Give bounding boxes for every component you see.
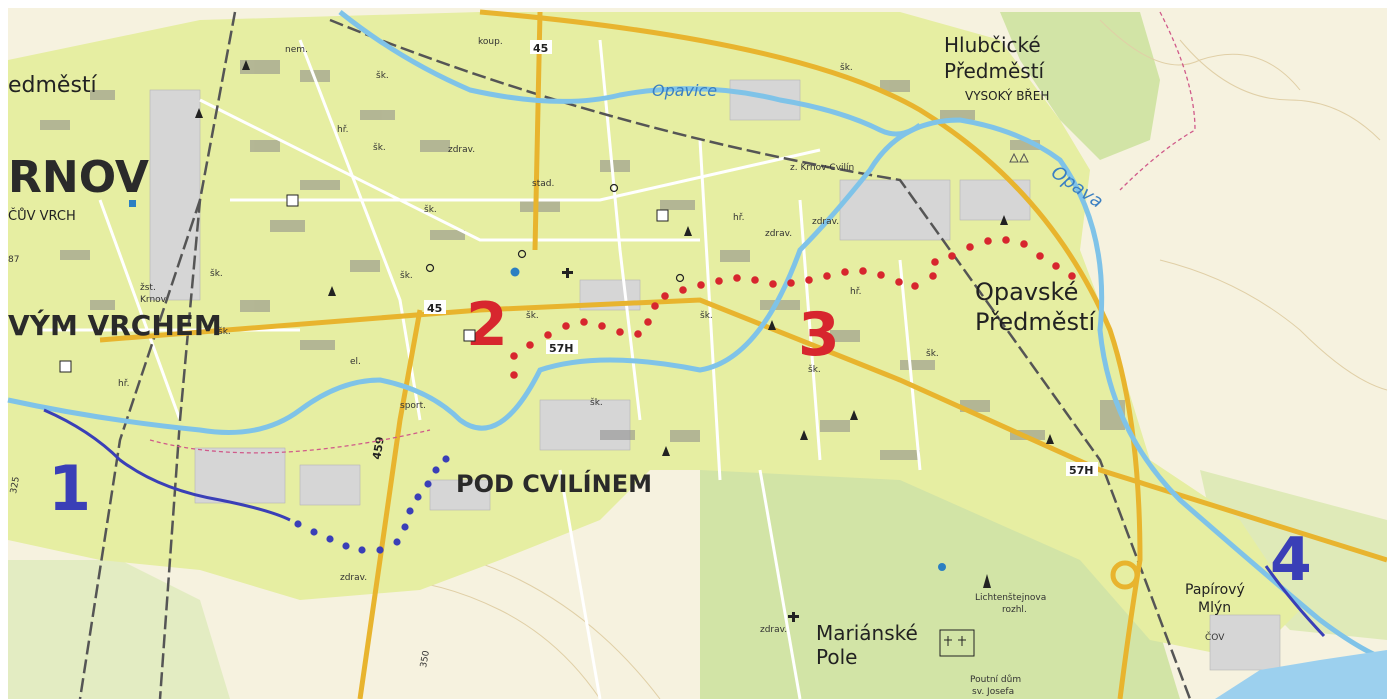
- route-marker-4: 4: [1270, 525, 1312, 595]
- post-icon: [425, 183, 685, 283]
- svg-text:hř.: hř.: [850, 287, 861, 297]
- svg-text:šk.: šk.: [808, 364, 821, 375]
- svg-text:zdrav.: zdrav.: [340, 573, 367, 583]
- label-cuv-vrch: ČŮV VRCH: [8, 208, 76, 224]
- parking-icon: [59, 194, 669, 373]
- svg-text:57H: 57H: [1069, 464, 1094, 477]
- water-reservoir: [1215, 650, 1387, 699]
- label-river-opavice: Opavice: [652, 81, 717, 100]
- svg-text:el.: el.: [350, 357, 361, 367]
- svg-text:ČOV: ČOV: [1205, 631, 1225, 643]
- route-blue-dotted: [294, 455, 450, 554]
- svg-text:zdrav.: zdrav.: [812, 217, 839, 227]
- roundabout: [1110, 560, 1140, 590]
- cemetery-icon: [939, 629, 975, 657]
- lookout-tower-icon: [983, 574, 991, 588]
- label-marianske-2: Pole: [816, 645, 857, 669]
- route-marker-3: 3: [798, 300, 840, 370]
- svg-text:45: 45: [533, 42, 548, 55]
- streets: [40, 39, 922, 699]
- route-marker-2: 2: [466, 290, 508, 360]
- label-marianske: Mariánské: [816, 621, 918, 645]
- main-roads: [99, 9, 1387, 699]
- svg-text:nem.: nem.: [285, 45, 308, 55]
- svg-text:Lichtenštejnova: Lichtenštejnova: [975, 592, 1046, 603]
- route-blue-segment-4: [1264, 565, 1326, 638]
- label-papirovy-2: Mlýn: [1198, 600, 1231, 616]
- building-blocks: [40, 60, 1125, 460]
- svg-text:zdrav.: zdrav.: [760, 625, 787, 635]
- label-hlubcicke-2: Předměstí: [944, 59, 1046, 83]
- map-margin-left: [0, 0, 8, 699]
- svg-text:hř.: hř.: [118, 379, 129, 389]
- svg-text:350: 350: [419, 650, 432, 669]
- map-margin-top: [0, 0, 1387, 8]
- label-opavske: Opavské: [975, 278, 1078, 306]
- church-icon: [195, 60, 1054, 456]
- small-labels: nem. koup. stad. zdrav. zdrav. zdrav. zd…: [8, 37, 1225, 697]
- svg-text:šk.: šk.: [700, 310, 713, 321]
- district-boundary: [149, 11, 1196, 454]
- svg-text:šk.: šk.: [210, 268, 223, 279]
- svg-text:hř.: hř.: [733, 213, 744, 223]
- svg-text:sport.: sport.: [400, 401, 426, 411]
- label-hlubcicke: Hlubčické: [944, 33, 1041, 57]
- svg-text:stad.: stad.: [532, 179, 554, 189]
- svg-text:šk.: šk.: [218, 326, 231, 337]
- svg-text:zdrav.: zdrav.: [448, 145, 475, 155]
- label-krnov: RNOV: [8, 152, 149, 203]
- svg-text:87: 87: [8, 255, 19, 265]
- route-red-dotted: [510, 236, 1076, 379]
- svg-text:z. Krnov-Cvilín: z. Krnov-Cvilín: [790, 163, 854, 173]
- svg-text:325: 325: [9, 476, 22, 495]
- svg-text:koup.: koup.: [478, 37, 503, 47]
- route-blue-solid: [43, 408, 291, 522]
- svg-text:šk.: šk.: [424, 204, 437, 215]
- svg-text:sv. Josefa: sv. Josefa: [972, 687, 1014, 697]
- svg-text:šk.: šk.: [926, 348, 939, 359]
- svg-text:šk.: šk.: [590, 397, 603, 408]
- label-predmesti-left: edměstí: [8, 73, 98, 98]
- label-opavske-2: Předměstí: [975, 308, 1096, 336]
- route-marker-1: 1: [48, 452, 91, 525]
- svg-text:žst.: žst.: [140, 283, 156, 293]
- svg-text:Poutní dům: Poutní dům: [970, 674, 1021, 685]
- svg-text:zdrav.: zdrav.: [765, 229, 792, 239]
- hospital-cross-icon: [562, 268, 799, 622]
- svg-text:hř.: hř.: [337, 125, 348, 135]
- info-icon: [129, 200, 946, 571]
- svg-text:Krnov: Krnov: [140, 295, 167, 305]
- label-pod-cvilinem: POD CVILÍNEM: [456, 469, 652, 498]
- svg-text:šk.: šk.: [400, 270, 413, 281]
- forest-tree-icon: [1009, 152, 1029, 163]
- svg-text:45: 45: [427, 302, 442, 315]
- rivers: [7, 10, 1387, 663]
- svg-text:šk.: šk.: [373, 142, 386, 153]
- svg-text:šk.: šk.: [376, 70, 389, 81]
- svg-text:rozhl.: rozhl.: [1002, 605, 1027, 615]
- svg-text:šk.: šk.: [526, 310, 539, 321]
- svg-text:šk.: šk.: [840, 62, 853, 73]
- svg-text:57H: 57H: [549, 342, 574, 355]
- label-vym-vrchem: VÝM VRCHEM: [8, 308, 222, 342]
- label-papirovy: Papírový: [1185, 582, 1245, 598]
- label-vysoky-breh: VYSOKÝ BŘEH: [965, 88, 1049, 103]
- railways: [78, 11, 1192, 699]
